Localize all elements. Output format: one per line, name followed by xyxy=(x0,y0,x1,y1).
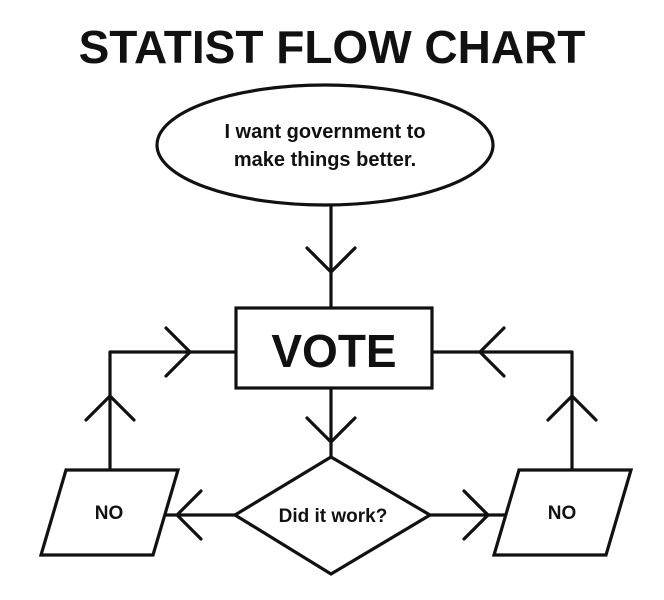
start-node: I want government to make things better. xyxy=(155,83,495,207)
start-node-line-2: make things better. xyxy=(234,149,416,171)
decision-node: Did it work? xyxy=(231,455,434,576)
no-left-node: NO xyxy=(38,468,181,557)
connector-decision-to-no-left xyxy=(156,489,237,541)
vote-node: VOTE xyxy=(234,306,434,390)
connector-decision-to-no-right xyxy=(428,489,508,541)
chart-title: STATIST FLOW CHART xyxy=(79,21,586,73)
connector-no-left-to-vote xyxy=(84,326,238,472)
start-node-line-1: I want government to xyxy=(224,121,425,143)
connector-vote-to-decision xyxy=(305,386,357,459)
no-left-label: NO xyxy=(95,503,124,524)
no-right-label: NO xyxy=(548,503,577,524)
connector-no-right-to-vote xyxy=(430,326,598,472)
vote-label: VOTE xyxy=(271,325,396,377)
no-right-node: NO xyxy=(491,468,634,557)
connector-start-to-vote xyxy=(305,203,357,310)
decision-label: Did it work? xyxy=(279,506,388,527)
